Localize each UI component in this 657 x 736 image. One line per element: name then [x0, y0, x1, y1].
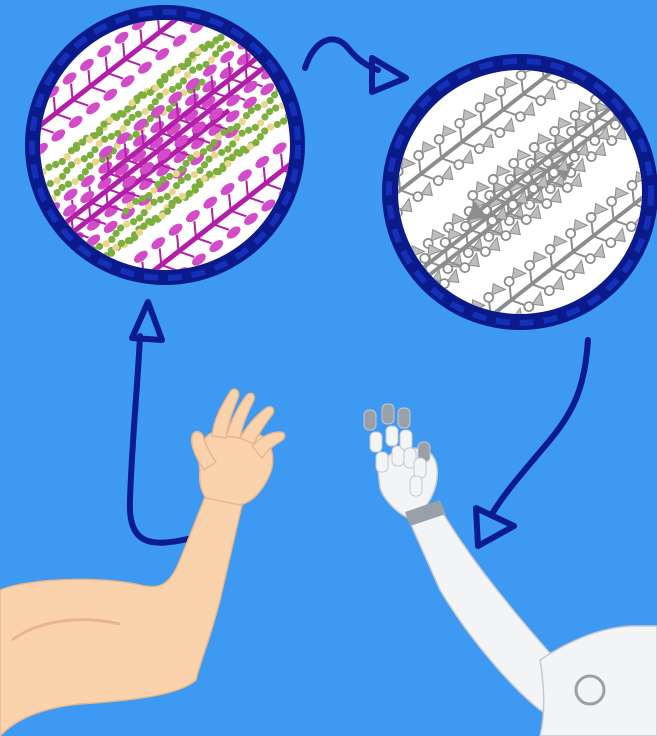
robot-finger-segment: [370, 432, 382, 452]
robot-finger-segment: [386, 426, 398, 446]
robot-finger-segment: [398, 408, 410, 428]
robot-finger-segment: [382, 404, 394, 424]
robot-finger-segment: [376, 452, 388, 472]
robot-finger-segment: [410, 476, 422, 496]
robot-finger-segment: [364, 410, 376, 430]
robot-elbow-joint: [576, 676, 604, 704]
robot-finger-segment: [400, 430, 412, 450]
robot-finger-segment: [414, 458, 426, 478]
